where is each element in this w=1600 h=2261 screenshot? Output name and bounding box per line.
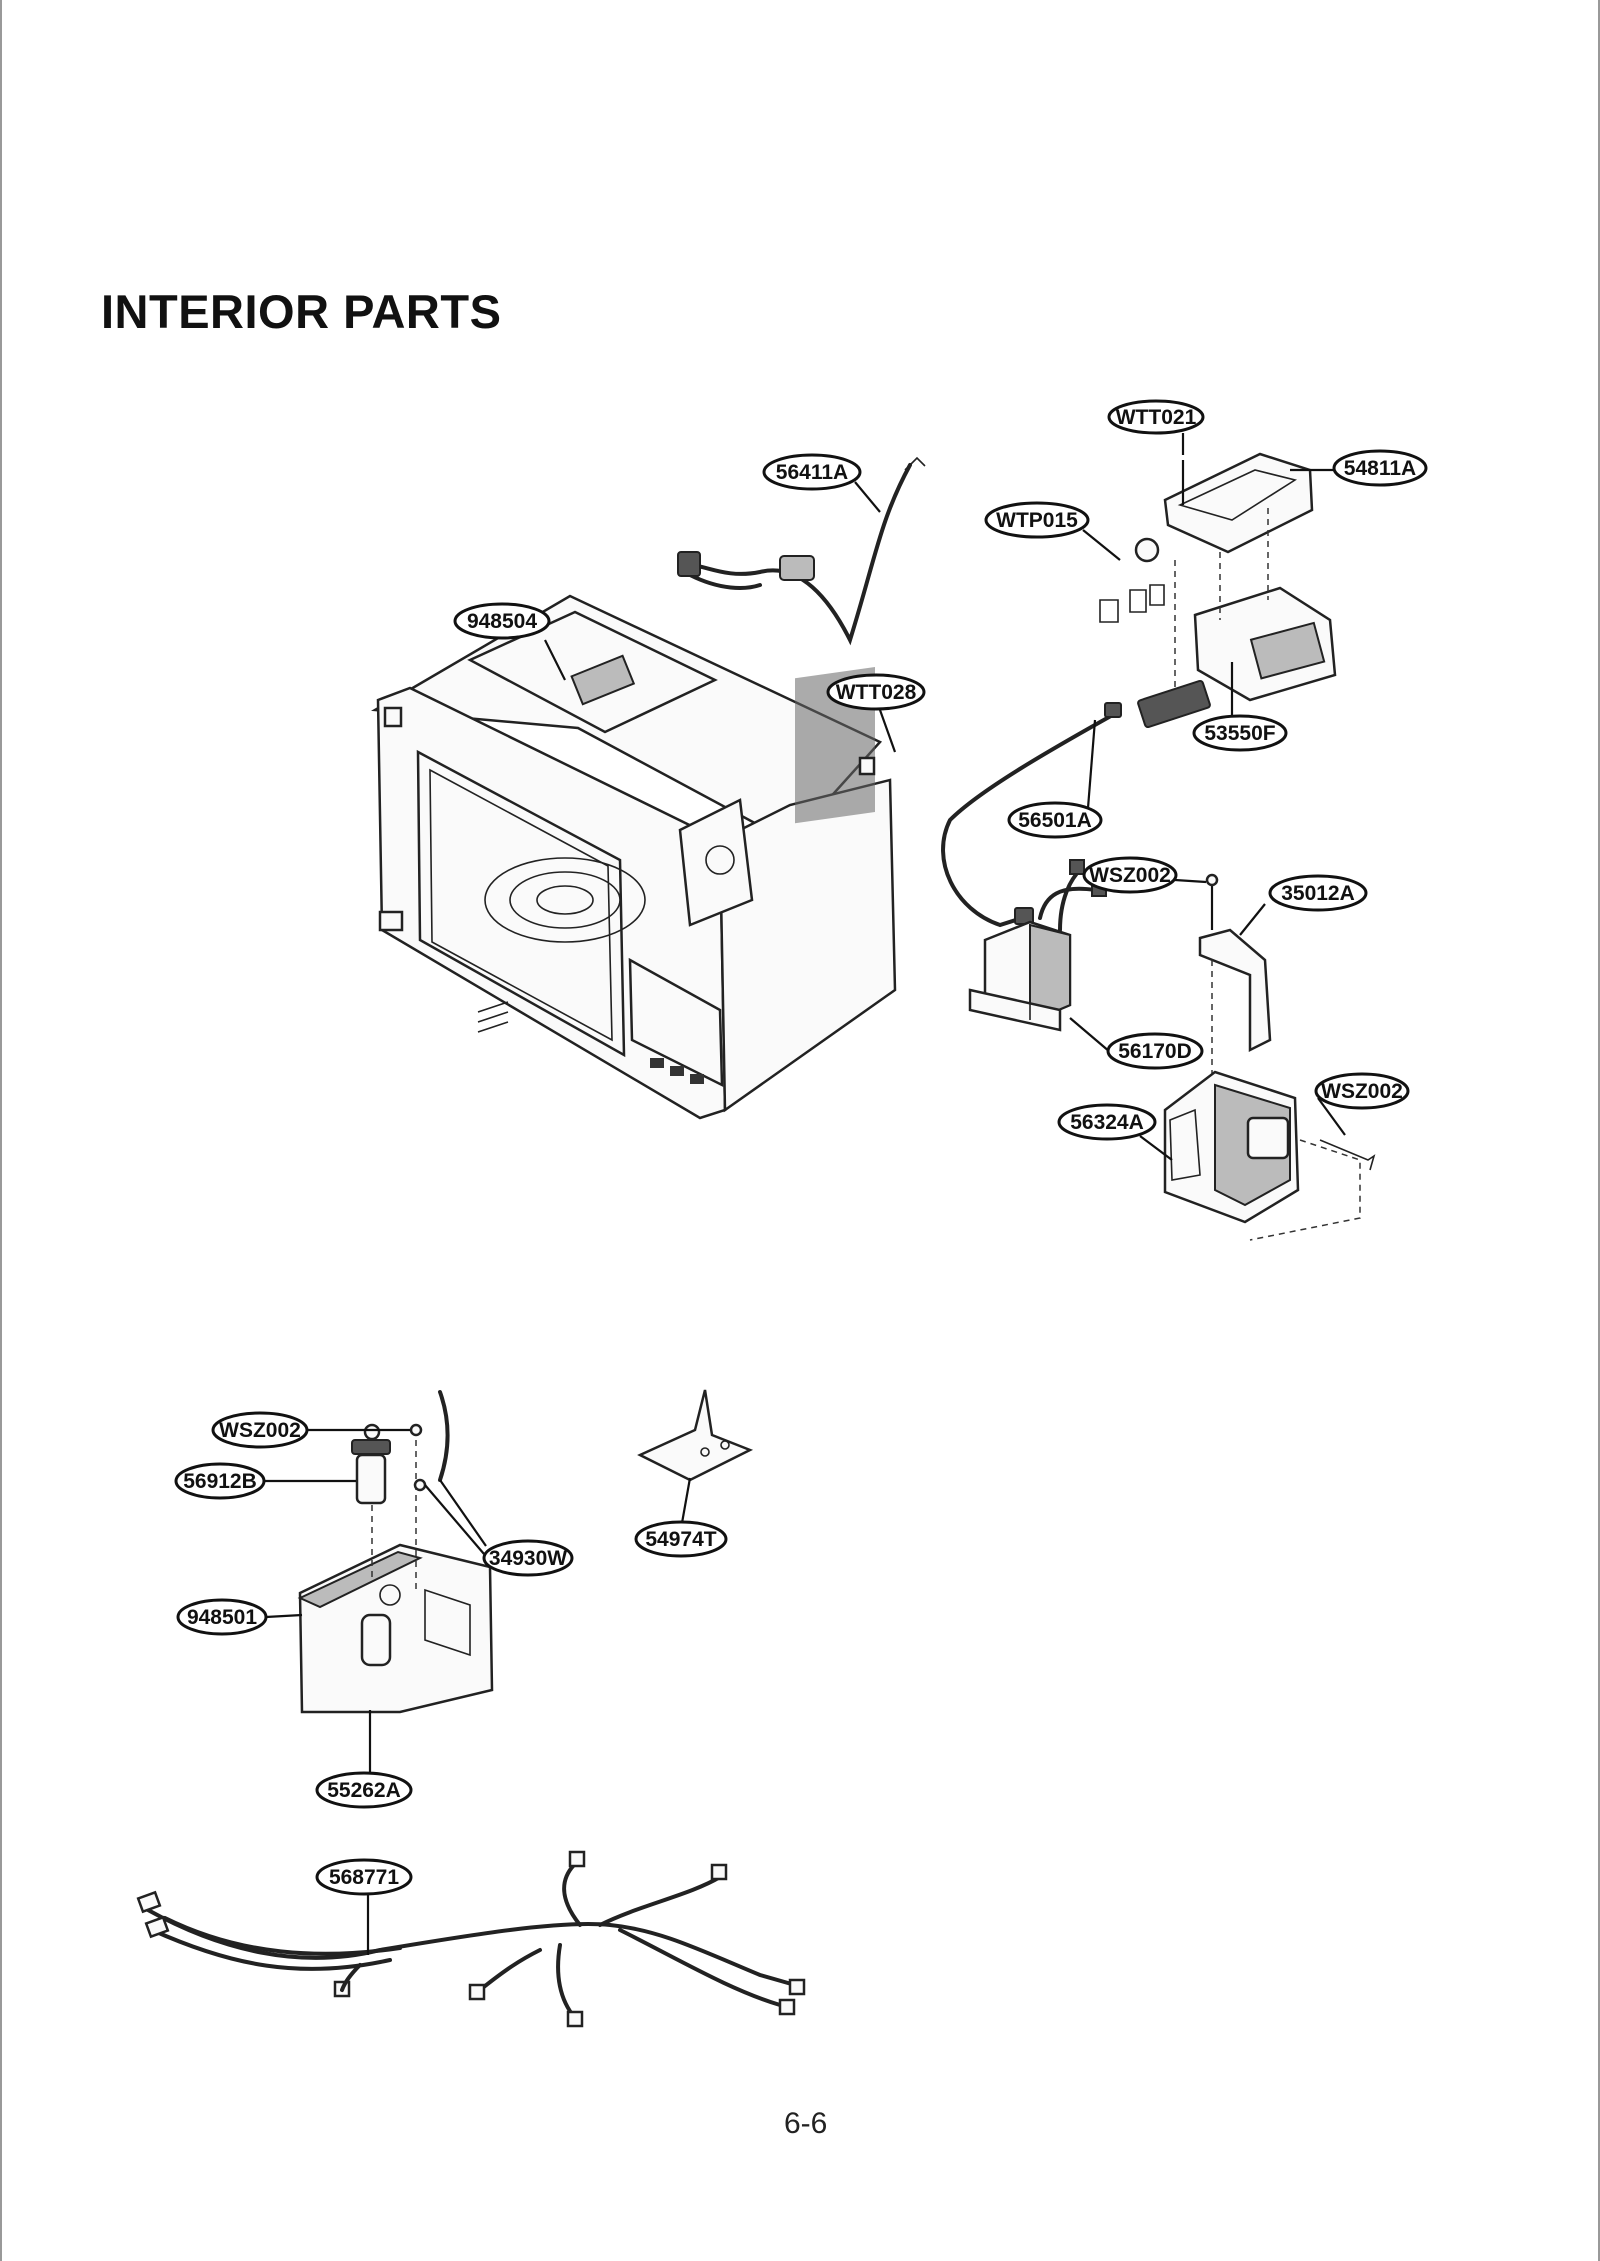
- callout-54974t: 54974T: [645, 1528, 716, 1551]
- small-bracket: [637, 1389, 754, 1482]
- callout-wsz002-magnetron: WSZ002: [1321, 1080, 1403, 1103]
- thermal-cutout-lead: [941, 702, 1122, 928]
- noise-filter-assembly: [297, 1390, 494, 1714]
- callouts: WTT021 56411A 54811A WTP015 948504 WTT02…: [174, 399, 1428, 1955]
- power-cord: [677, 456, 926, 646]
- callout-56501a: 56501A: [1018, 809, 1092, 832]
- oven-cavity-assembly: [370, 594, 897, 1120]
- page-title: INTERIOR PARTS: [101, 285, 502, 338]
- callout-wsz002-transformer: WSZ002: [1089, 864, 1171, 887]
- callout-56912b: 56912B: [183, 1470, 257, 1493]
- high-voltage-transformer: [968, 859, 1107, 1032]
- callout-wtt028: WTT028: [836, 681, 917, 704]
- callout-54811a: 54811A: [1344, 457, 1416, 480]
- callout-56324a: 56324A: [1070, 1111, 1144, 1134]
- callout-wtp015: WTP015: [996, 509, 1078, 532]
- callout-56170d: 56170D: [1118, 1040, 1192, 1063]
- callout-55262a: 55262A: [327, 1779, 401, 1802]
- callout-35012a: 35012A: [1281, 882, 1355, 905]
- callout-53550f: 53550F: [1204, 722, 1275, 745]
- callout-568771: 568771: [329, 1866, 399, 1889]
- callout-34930w: 34930W: [489, 1547, 567, 1570]
- magnetron: [1163, 1070, 1376, 1241]
- switch-bracket-assembly: [1099, 452, 1337, 729]
- main-wire-harness: [136, 1850, 806, 2028]
- callout-56411a: 56411A: [776, 461, 848, 484]
- capacitor-bracket: [1198, 873, 1272, 1105]
- page-number: 6-6: [784, 2107, 828, 2140]
- callout-948504: 948504: [467, 610, 537, 633]
- callout-wsz002-fuse: WSZ002: [219, 1419, 301, 1442]
- callout-wtt021: WTT021: [1116, 406, 1197, 429]
- callout-948501: 948501: [187, 1606, 257, 1629]
